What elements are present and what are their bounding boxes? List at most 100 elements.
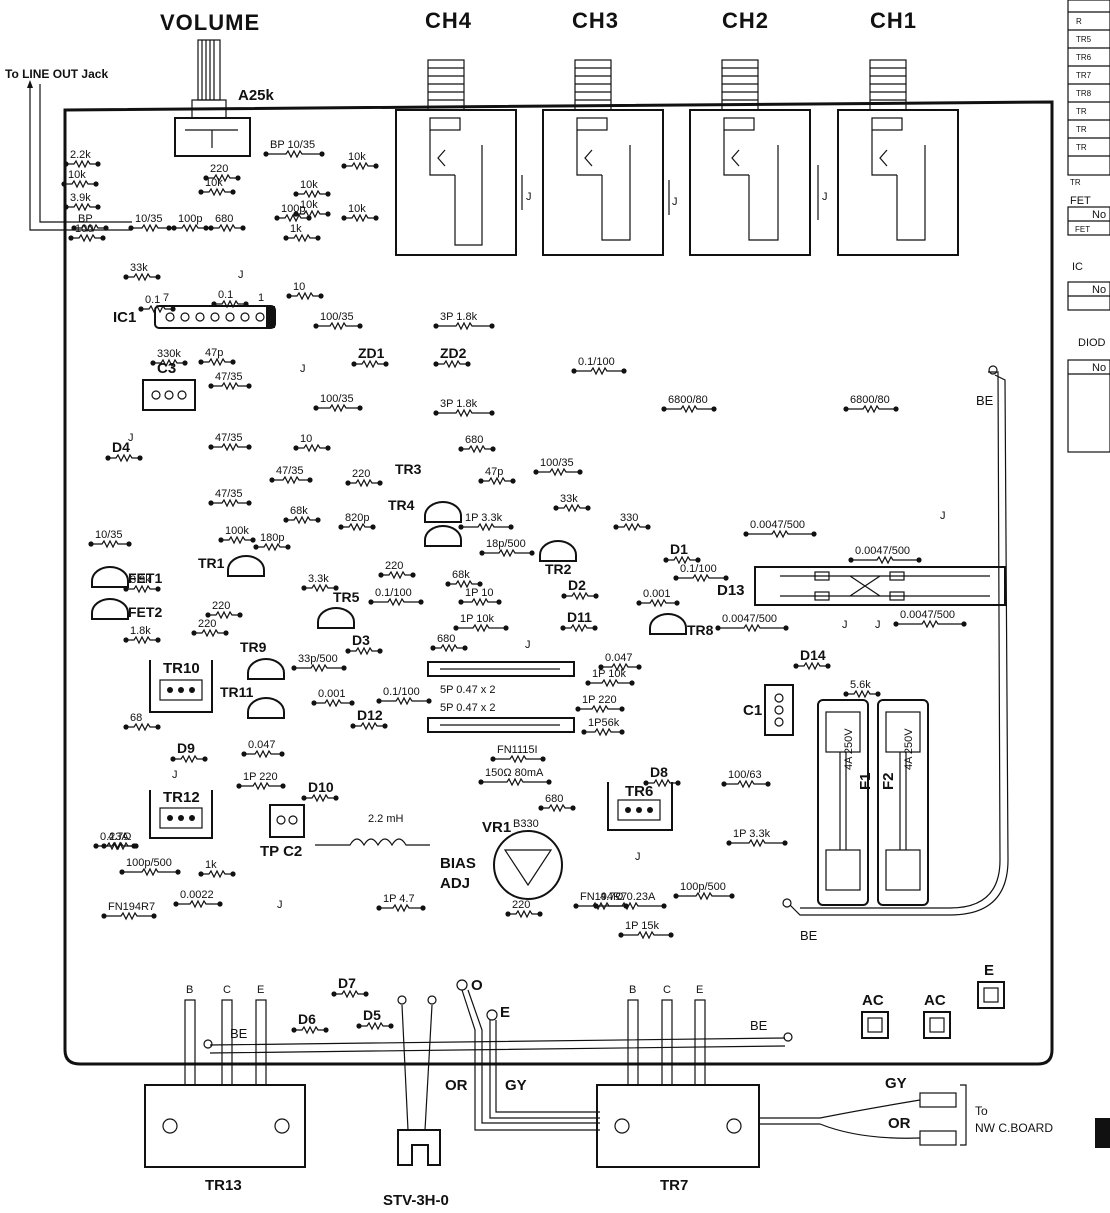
component-trace xyxy=(331,989,369,999)
component-trace xyxy=(68,233,106,243)
component-label: FN194R7 xyxy=(108,901,155,913)
component-label: 33p/500 xyxy=(298,653,338,665)
connector-c2 xyxy=(269,804,305,838)
component-trace xyxy=(203,173,241,183)
component-label: 0.001 xyxy=(643,588,671,600)
component-label: 3P 1.8k xyxy=(440,398,478,410)
svg-text:C1: C1 xyxy=(743,702,762,719)
svg-text:TP C2: TP C2 xyxy=(260,843,302,860)
component-label: 2.2k xyxy=(70,149,91,161)
component-trace xyxy=(293,209,331,219)
svg-text:NW C.BOARD: NW C.BOARD xyxy=(975,1121,1053,1135)
component-trace xyxy=(263,149,325,159)
component-label: D7 xyxy=(338,975,356,991)
tr6-block xyxy=(607,782,673,831)
component-trace xyxy=(848,555,922,565)
component-label: 33k xyxy=(130,262,148,274)
component-label: FET1 xyxy=(128,570,162,586)
svg-text:TR: TR xyxy=(1076,143,1087,152)
component-trace xyxy=(345,478,383,488)
inductor-coil xyxy=(315,838,430,847)
component-label: TR1 xyxy=(198,555,225,571)
component-label: TR3 xyxy=(395,461,422,477)
svg-text:O: O xyxy=(471,977,483,994)
ch1-label: CH1 xyxy=(870,8,917,33)
pcb-board-outline xyxy=(63,100,1054,1066)
component-trace xyxy=(208,223,246,233)
component-trace xyxy=(291,663,347,673)
svg-text:AC: AC xyxy=(862,992,884,1009)
component-trace xyxy=(613,522,651,532)
component-trace xyxy=(208,498,252,508)
component-label: 220 xyxy=(198,618,216,630)
component-label: BP xyxy=(78,213,93,225)
component-label: 100/35 xyxy=(320,311,354,323)
component-label: 3.9k xyxy=(70,192,91,204)
component-trace xyxy=(553,503,591,513)
component-label: 0.001 xyxy=(318,688,346,700)
svg-text:5P 0.47 x 2: 5P 0.47 x 2 xyxy=(440,702,495,714)
component-trace xyxy=(643,778,681,788)
ac-terminal-1[interactable] xyxy=(861,1011,889,1039)
component-label: 100p xyxy=(281,203,305,215)
component-trace xyxy=(274,213,312,223)
component-trace xyxy=(311,698,355,708)
d13-array xyxy=(754,566,1006,606)
component-label: 100/35 xyxy=(540,457,574,469)
component-trace xyxy=(341,161,379,171)
svg-text:E: E xyxy=(984,962,994,979)
component-trace xyxy=(341,213,379,223)
svg-text:BE: BE xyxy=(750,1018,768,1033)
jack-ch1 xyxy=(837,59,959,256)
tr13-power-transistor xyxy=(144,999,306,1168)
component-trace xyxy=(561,591,599,601)
svg-text:BIAS: BIAS xyxy=(440,855,476,872)
component-label: 1P 10k xyxy=(460,613,495,625)
component-label: 680 xyxy=(437,633,455,645)
component-trace xyxy=(478,777,552,787)
fuse-f2 xyxy=(877,699,929,906)
component-label: 10k xyxy=(68,169,86,181)
component-trace xyxy=(123,635,161,645)
component-label: 100/35 xyxy=(320,393,354,405)
component-trace xyxy=(138,304,176,314)
component-label: J xyxy=(940,510,946,522)
svg-text:B: B xyxy=(186,984,193,996)
tr10-block xyxy=(149,660,213,713)
component-label: 0.1/100 xyxy=(375,587,412,599)
be-wire-right xyxy=(789,374,1009,916)
component-label: 10k xyxy=(300,179,318,191)
component-label: 5.6k xyxy=(850,679,871,691)
component-label: 1P 10 xyxy=(465,587,494,599)
component-label: J xyxy=(525,639,531,651)
ch2-label: CH2 xyxy=(722,8,769,33)
stv-3h-0-sensor xyxy=(397,995,441,1166)
e-terminal[interactable] xyxy=(977,981,1005,1009)
component-trace xyxy=(191,628,229,638)
svg-text:VR1: VR1 xyxy=(482,819,511,836)
component-label: 100 xyxy=(75,223,93,235)
component-label: 0.0022 xyxy=(180,889,214,901)
vr1-bias-adjust[interactable] xyxy=(493,830,563,900)
component-trace xyxy=(171,223,209,233)
ac-terminal-2[interactable] xyxy=(923,1011,951,1039)
component-label: 0.1/100 xyxy=(578,356,615,368)
component-trace xyxy=(301,793,339,803)
component-trace xyxy=(376,696,432,706)
component-trace xyxy=(293,189,331,199)
svg-text:7: 7 xyxy=(163,292,169,304)
resistor-pack-b xyxy=(427,717,575,733)
component-label: 47/35 xyxy=(215,432,243,444)
svg-text:IC1: IC1 xyxy=(113,309,136,326)
component-label: 330k xyxy=(157,348,181,360)
svg-text:TR5: TR5 xyxy=(1076,35,1092,44)
component-label: 1P 4.7 xyxy=(383,893,415,905)
svg-text:E: E xyxy=(257,984,264,996)
component-label: TR9 xyxy=(240,639,267,655)
svg-text:R: R xyxy=(1076,17,1082,26)
component-trace xyxy=(313,403,363,413)
component-label: 3.9k xyxy=(130,574,151,586)
component-trace xyxy=(101,841,139,851)
